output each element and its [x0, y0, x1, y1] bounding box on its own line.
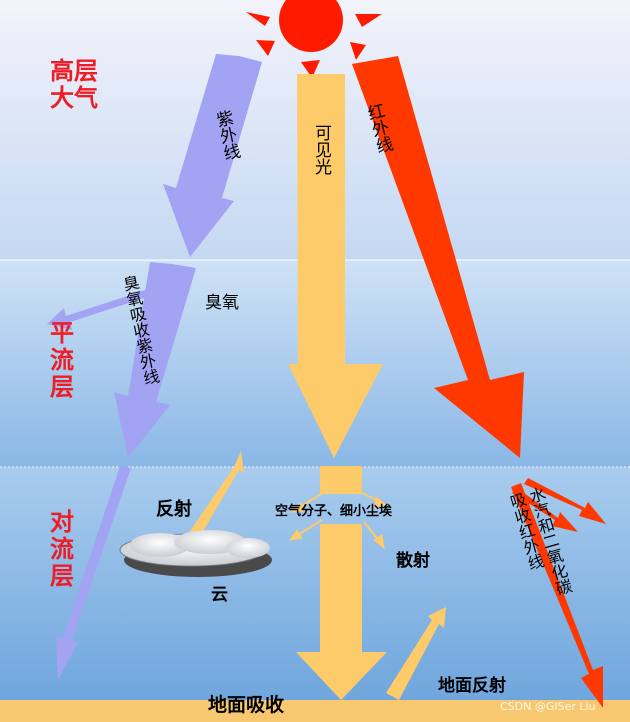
layer-label-troposphere: 对流层 — [50, 508, 74, 590]
uv-arrow-upper — [163, 54, 262, 257]
ground-absorb-label: 地面吸收 — [208, 694, 285, 716]
visible-arrow-upper — [288, 74, 383, 458]
vapor-co2-label-box: 水汽和二氧化碳吸收红外线 — [505, 480, 630, 610]
reflect-label: 反射 — [156, 499, 192, 520]
ozone-label: 臭氧 — [205, 293, 239, 313]
visible-arrow-block — [320, 466, 362, 494]
infrared-arrow-branch-2 — [524, 478, 606, 524]
uv-arrow-trop — [56, 466, 131, 680]
layer-label-stratosphere: 平流层 — [50, 319, 74, 401]
layer-label-upper-atmosphere: 高层大气 — [50, 57, 98, 112]
reflect-arrow — [188, 451, 244, 540]
ground-strip — [0, 700, 630, 722]
cloud-icon — [119, 530, 272, 577]
uv-arrow-ozone-branch — [47, 286, 163, 330]
uv-arrow-strat — [114, 262, 196, 458]
scatter-arrows — [288, 489, 388, 550]
infrared-arrow — [352, 56, 524, 458]
watermark: CSDN @GISer Liu — [500, 700, 596, 713]
visible-label: 可见光 — [311, 124, 331, 175]
air-dust-label: 空气分子、细小尘埃 — [275, 504, 393, 519]
infrared-arrow-trop — [511, 483, 603, 708]
cloud-label: 云 — [211, 585, 228, 605]
sun-icon — [246, 0, 382, 78]
visible-arrow-lower — [296, 524, 387, 700]
infrared-arrow-branch-1 — [512, 487, 578, 532]
ground-reflect-arrow — [386, 607, 446, 700]
ground-reflect-label: 地面反射 — [438, 676, 506, 696]
scatter-label: 散射 — [396, 551, 430, 571]
